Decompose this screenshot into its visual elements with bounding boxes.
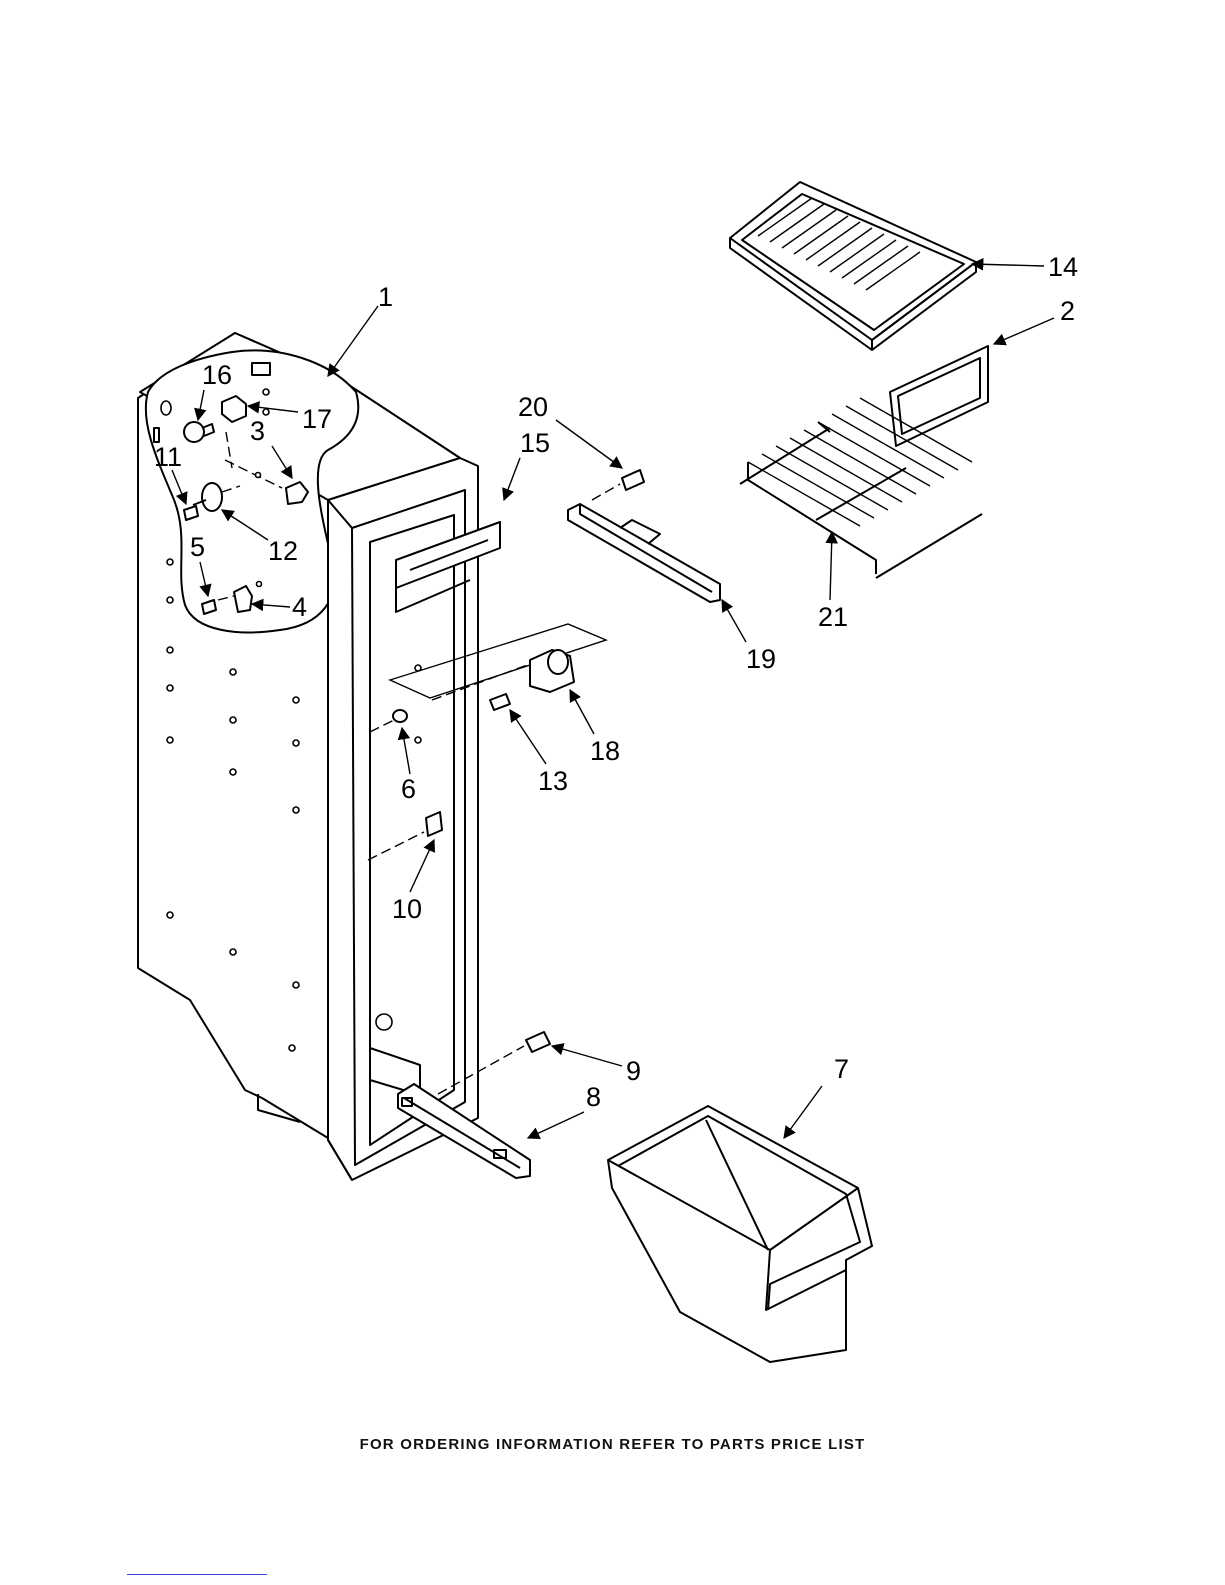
refrigerator-liner bbox=[138, 333, 478, 1180]
callout-18: 18 bbox=[590, 736, 620, 766]
callout-12: 12 bbox=[268, 536, 298, 566]
ordering-note: FOR ORDERING INFORMATION REFER TO PARTS … bbox=[0, 1436, 1225, 1453]
shelf-trim-part-2 bbox=[890, 346, 988, 446]
callout-3: 3 bbox=[250, 416, 265, 446]
callout-16: 16 bbox=[202, 360, 232, 390]
callout-4: 4 bbox=[292, 592, 307, 622]
bin-part-7 bbox=[608, 1106, 872, 1362]
bracket-part-19 bbox=[568, 504, 720, 602]
screw-part-20 bbox=[592, 470, 644, 500]
wire-shelf-part-21 bbox=[740, 398, 982, 578]
callout-11: 11 bbox=[154, 442, 182, 472]
callout-19: 19 bbox=[746, 644, 776, 674]
callout-8: 8 bbox=[586, 1082, 601, 1112]
callout-1: 1 bbox=[378, 282, 393, 312]
shelf-part-14 bbox=[730, 182, 976, 350]
callout-13: 13 bbox=[538, 766, 568, 796]
callout-7: 7 bbox=[834, 1054, 849, 1084]
callout-2: 2 bbox=[1060, 296, 1075, 326]
callout-20: 20 bbox=[518, 392, 548, 422]
callout-17: 17 bbox=[302, 404, 332, 434]
callout-6: 6 bbox=[401, 774, 416, 804]
callout-15: 15 bbox=[520, 428, 550, 458]
callout-14: 14 bbox=[1048, 252, 1078, 282]
callout-21: 21 bbox=[818, 602, 848, 632]
screw-part-13 bbox=[490, 694, 510, 710]
callout-9: 9 bbox=[626, 1056, 641, 1086]
page-link-underline[interactable] bbox=[127, 1574, 267, 1575]
callout-10: 10 bbox=[392, 894, 422, 924]
callout-5: 5 bbox=[190, 532, 205, 562]
